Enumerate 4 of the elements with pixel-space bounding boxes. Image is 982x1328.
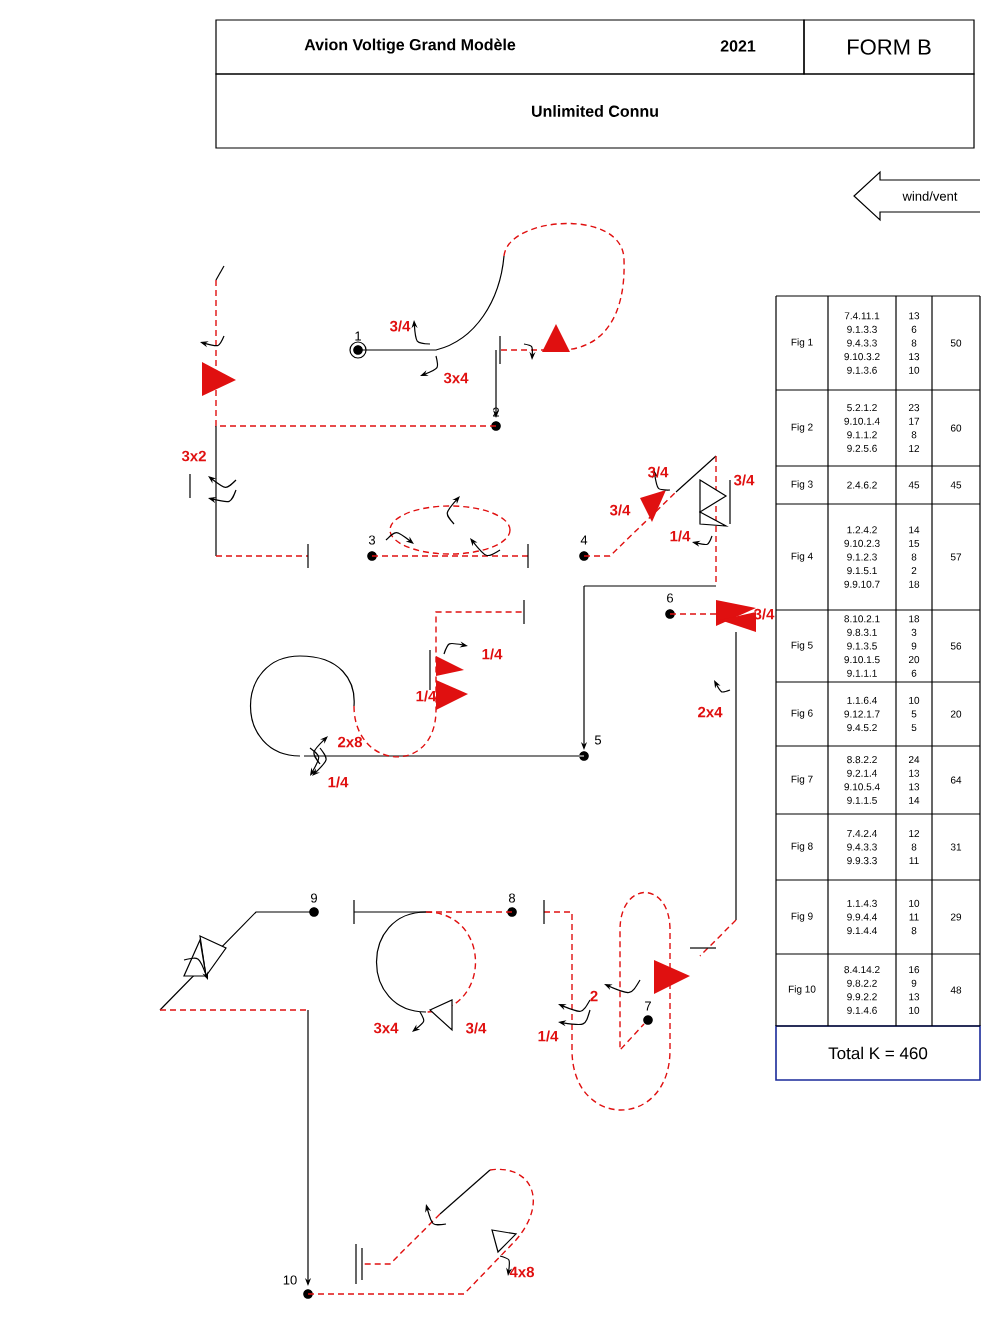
total-box: Total K = 460 (775, 1025, 981, 1081)
header-cell: FORM B (803, 19, 975, 75)
header-cell: Unlimited Connu (215, 73, 975, 149)
header-cell: Avion Voltige Grand Modèle 2021 (215, 19, 805, 75)
